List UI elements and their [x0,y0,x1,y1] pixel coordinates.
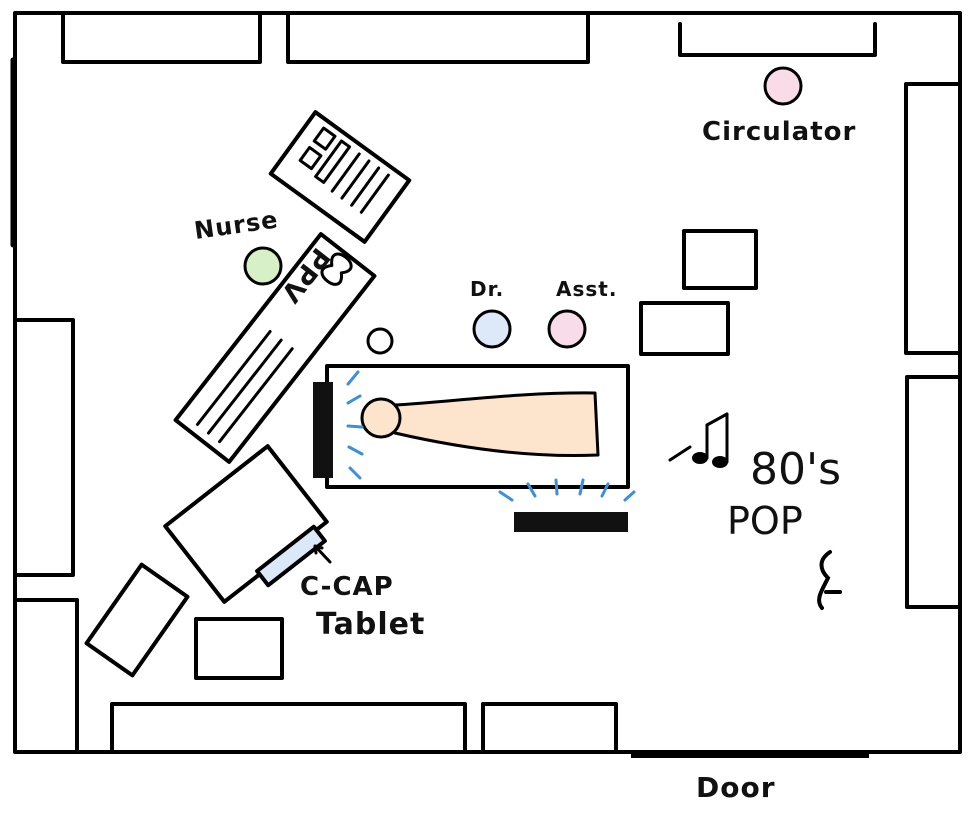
counter-right-1 [904,82,960,355]
patient-head [360,397,402,439]
asst-label: Asst. [556,277,618,301]
ppv-cart [173,232,377,464]
door-label: Door [696,771,776,804]
stool [366,327,394,355]
counter-top-1 [61,13,262,64]
arrow-icon [313,544,332,564]
patient-body [393,391,600,458]
cart-bottom-left [194,617,284,680]
counter-left-1 [13,318,75,577]
dr-marker [472,309,512,349]
ccap-label-line1: C-CAP [300,572,394,602]
counter-bottom-2 [481,702,618,752]
circulator-marker [763,66,803,106]
cart-right-lower [639,301,730,356]
counter-top-2 [286,13,590,64]
pop-label-line1: 80's [750,444,842,495]
asst-marker [547,309,587,349]
counter-right-2 [905,375,960,609]
dr-label: Dr. [470,277,505,301]
monitor-station [268,110,412,244]
music-note-icon [668,412,729,468]
dancer-figure-icon [817,550,842,610]
counter-left-2 [13,598,79,752]
cart-right-upper [682,229,758,290]
light-rays-icon [346,370,636,502]
nurse-marker [243,246,283,286]
room-walls [13,11,962,754]
light-bar-head [313,382,333,478]
cart-angled [84,562,190,678]
counter-bottom-1 [110,702,467,752]
light-bar-foot [514,512,628,532]
ccap-label-line2: Tablet [316,607,426,642]
c-cap-tablet [255,524,327,588]
pop-label-line2: POP [727,499,803,543]
circulator-label: Circulator [702,117,857,147]
counter-top-3 [678,22,877,57]
